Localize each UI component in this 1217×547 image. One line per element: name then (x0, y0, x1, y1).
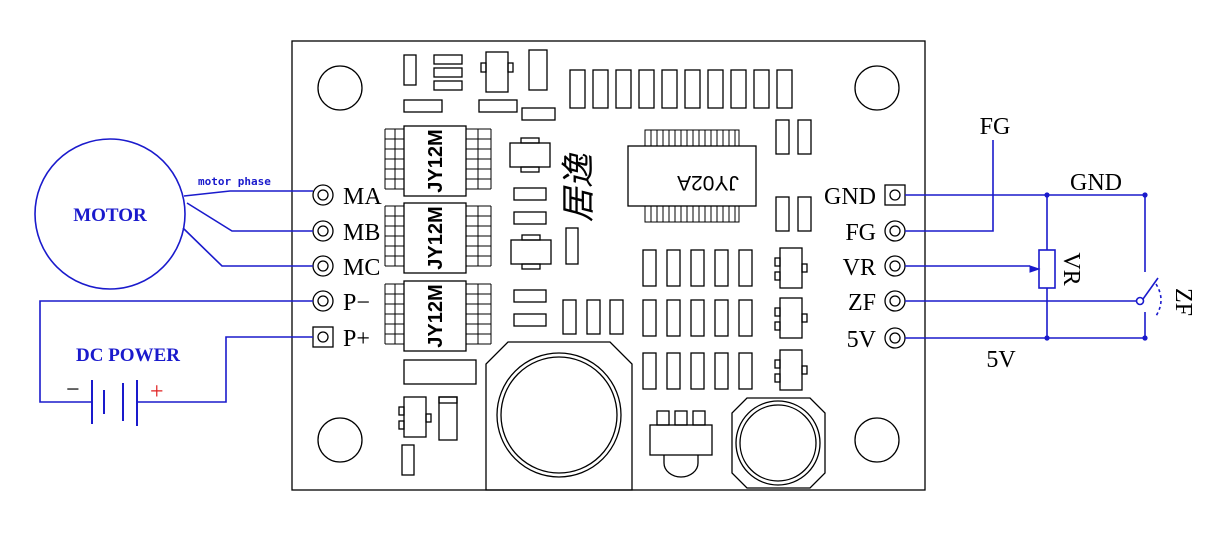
wire-mb (186, 202, 313, 232)
driver-board (291, 40, 926, 491)
pin-label-p-plus: P+ (343, 326, 370, 352)
external-zf-label: ZF (1170, 288, 1196, 316)
motor-phase-label: motor phase (198, 175, 271, 188)
pin-label-p-minus: P− (343, 290, 370, 316)
mounting-hole-top-left (317, 65, 363, 111)
motor-symbol (34, 138, 186, 290)
left-pin-header (312, 184, 334, 348)
wire-p-minus (39, 300, 313, 403)
driver-chip-1-label: JY12M (425, 129, 447, 192)
pin-label-gnd: GND (824, 184, 876, 210)
external-fg-label: FG (980, 114, 1011, 140)
external-vr-label: VR (1058, 252, 1084, 285)
pin-label-ma: MA (343, 184, 382, 210)
driver-chip-3 (384, 280, 492, 352)
driver-chip-1 (384, 125, 492, 197)
battery-symbol (91, 380, 138, 426)
capacitor-large (485, 341, 633, 491)
wire-mc (182, 227, 313, 267)
driver-chip-3-label: JY12M (425, 284, 447, 347)
dc-power-label: DC POWER (76, 345, 180, 366)
external-5v-label: 5V (986, 347, 1016, 373)
pin-label-fg: FG (845, 220, 876, 246)
wire-p-plus (137, 336, 313, 403)
zf-switch-contact (1135, 296, 1145, 306)
wire-5v (905, 312, 1146, 339)
battery-plus-sign: + (150, 379, 164, 405)
wiring (34, 138, 1162, 426)
motor-label: MOTOR (73, 205, 147, 226)
pin-label-mc: MC (343, 255, 380, 281)
wire-ma (183, 190, 313, 197)
zf-switch-lever (1142, 277, 1159, 300)
driver-chip-2 (384, 202, 492, 274)
external-gnd-label: GND (1070, 170, 1122, 196)
main-ic-pins (644, 129, 740, 223)
mounting-hole-bottom-left (317, 417, 363, 463)
driver-chip-2-label: JY12M (425, 206, 447, 269)
potentiometer-arrow (1029, 265, 1041, 273)
wire-gnd (905, 194, 1146, 272)
wire-fg (905, 140, 994, 232)
mounting-hole-bottom-right (854, 417, 900, 463)
board-brand-text: 居逸 (561, 152, 598, 222)
pin-label-zf: ZF (848, 290, 876, 316)
pin-label-5v: 5V (847, 327, 877, 353)
mounting-hole-top-right (854, 65, 900, 111)
battery-minus-sign: − (66, 377, 80, 403)
main-ic-label: JY02A (677, 171, 739, 194)
pin-label-mb: MB (343, 220, 380, 246)
driver-chip-group (384, 125, 492, 352)
right-pin-header (884, 184, 906, 349)
pin-label-vr: VR (843, 255, 876, 281)
potentiometer (1038, 249, 1056, 289)
junction-dots (1044, 192, 1148, 341)
inductor (731, 397, 826, 489)
